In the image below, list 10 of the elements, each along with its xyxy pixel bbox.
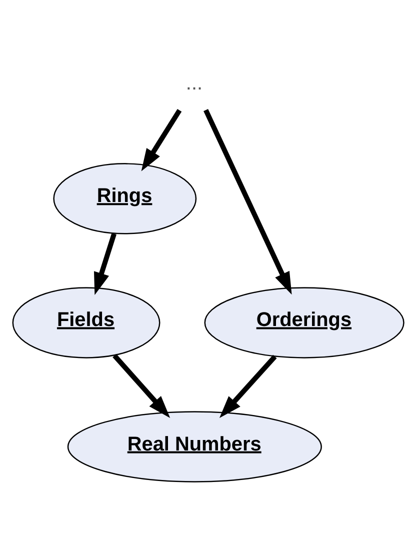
node-ellipse: Orderings bbox=[204, 286, 404, 358]
arrow bbox=[112, 353, 170, 418]
node-ellipse: Fields bbox=[12, 286, 160, 358]
arrow bbox=[141, 108, 182, 171]
arrow bbox=[219, 354, 277, 418]
node-text: ... bbox=[186, 72, 203, 94]
node-ellipse: Rings bbox=[53, 162, 197, 234]
node-ellipse: Real Numbers bbox=[67, 410, 322, 482]
arrow bbox=[94, 232, 116, 294]
arrow bbox=[204, 108, 292, 294]
